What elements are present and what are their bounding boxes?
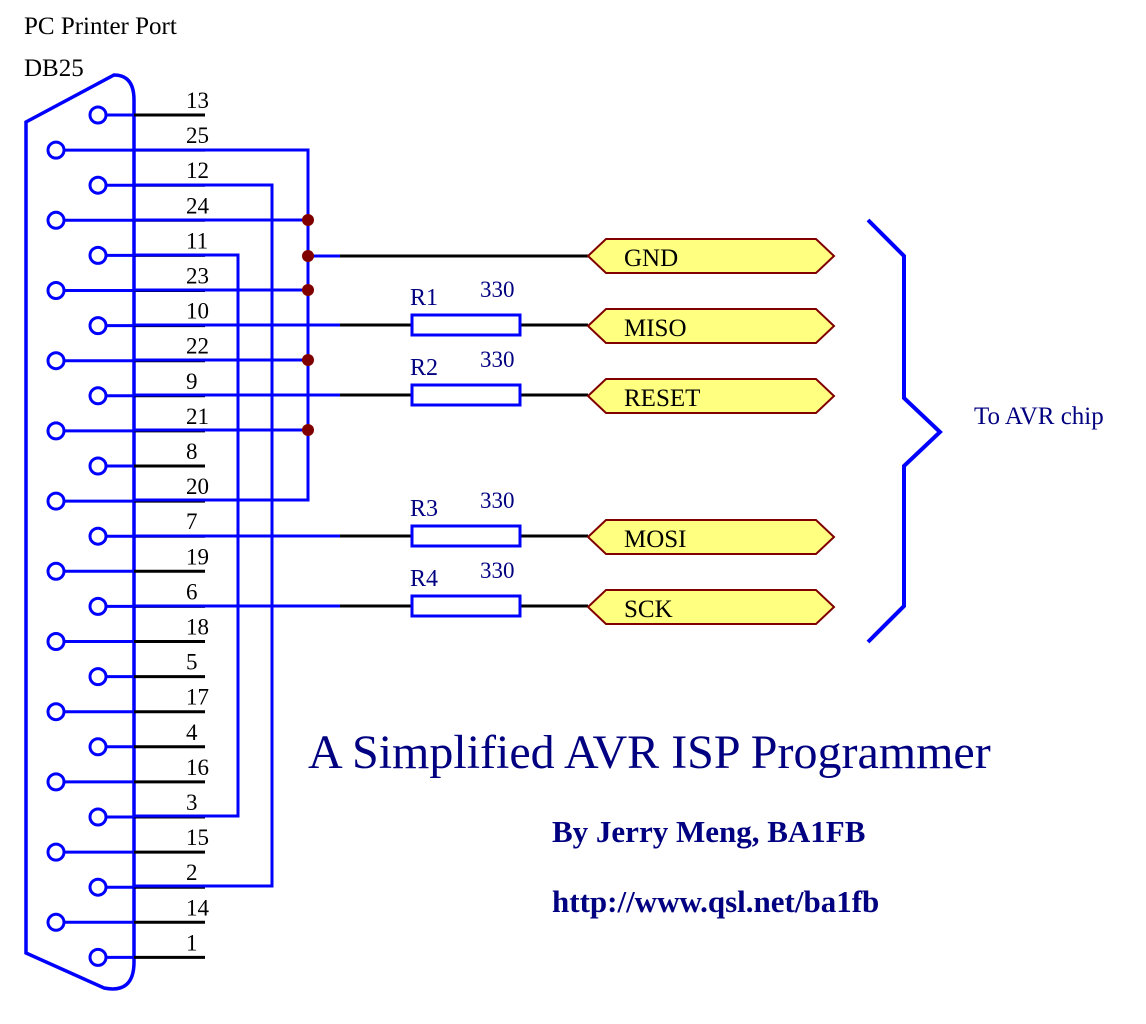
signal-tag-miso xyxy=(586,308,836,344)
resistor-r3 xyxy=(410,524,522,548)
pin-contact xyxy=(46,772,66,792)
pin-number-label: 16 xyxy=(186,755,209,780)
pin-number-label: 24 xyxy=(186,193,210,218)
pin-number-label: 9 xyxy=(186,369,198,394)
pin-number-label: 22 xyxy=(186,334,209,359)
resistor-r3-name: R3 xyxy=(410,496,438,522)
resistor-r2-name: R2 xyxy=(410,355,438,381)
pin-contact xyxy=(46,561,66,581)
signal-sck-label: SCK xyxy=(624,596,673,623)
pin-contact xyxy=(88,245,108,265)
pin-number-label: 8 xyxy=(186,439,198,464)
pin-number-label: 18 xyxy=(186,615,209,640)
pin-contact xyxy=(46,912,66,932)
pin-number-label: 6 xyxy=(186,579,198,604)
url-link[interactable]: http://www.qsl.net/ba1fb xyxy=(552,884,879,919)
resistor-r2 xyxy=(410,383,522,407)
resistor-leads xyxy=(340,254,588,608)
pin-number-label: 15 xyxy=(186,825,209,850)
signal-reset-label: RESET xyxy=(624,385,700,412)
pin-number-label: 14 xyxy=(186,895,210,920)
pin-contact xyxy=(46,491,66,511)
junctions xyxy=(302,214,314,436)
pin-contact xyxy=(46,421,66,441)
pin-contact xyxy=(88,596,108,616)
pin-number-label: 17 xyxy=(186,685,209,710)
resistor-r1 xyxy=(410,313,522,337)
signal-tag-reset xyxy=(586,378,836,414)
pin-number-label: 13 xyxy=(186,88,209,113)
signal-miso-label: MISO xyxy=(624,315,687,342)
pin-number-label: 12 xyxy=(186,158,209,183)
author-label: By Jerry Meng, BA1FB xyxy=(552,814,865,849)
diagram-title: A Simplified AVR ISP Programmer xyxy=(308,726,991,779)
pin-contact xyxy=(88,877,108,897)
pin-number-label: 7 xyxy=(186,509,198,534)
resistor-r1-name: R1 xyxy=(410,285,438,311)
pin-contact xyxy=(88,316,108,336)
pin-number-label: 5 xyxy=(186,650,198,675)
signal-tag-mosi xyxy=(586,519,836,555)
pin-number-label: 4 xyxy=(186,720,198,745)
pin-number-label: 3 xyxy=(186,790,198,815)
junction-dot xyxy=(302,424,314,436)
pin-number-label: 1 xyxy=(186,930,198,955)
pin-contact xyxy=(46,281,66,300)
junction-dot xyxy=(302,214,314,226)
pin-contact xyxy=(46,140,66,160)
signal-mosi-label: MOSI xyxy=(624,526,687,553)
signal-gnd-label: GND xyxy=(624,245,678,272)
port-title: PC Printer Port xyxy=(24,13,177,40)
signal-tag-sck xyxy=(586,589,836,625)
junction-dot xyxy=(302,354,314,366)
resistor-r4-name: R4 xyxy=(410,566,438,592)
junction-dot xyxy=(302,250,314,262)
pin-number-label: 21 xyxy=(186,404,209,429)
pin-contact xyxy=(88,456,108,476)
resistor-bodies xyxy=(410,313,522,618)
resistor-r3-value: 330 xyxy=(480,488,515,513)
pin-contact xyxy=(46,632,66,651)
pin-contact xyxy=(46,210,66,230)
resistor-r4 xyxy=(410,594,522,618)
signal-tag-gnd xyxy=(586,238,836,274)
pin-contact xyxy=(46,351,66,371)
pin-contact xyxy=(88,386,108,406)
pin-contact xyxy=(46,702,66,722)
signal-tags xyxy=(586,238,836,625)
resistor-r4-value: 330 xyxy=(480,558,515,583)
right-brace xyxy=(866,218,943,644)
pin-number-label: 2 xyxy=(186,860,198,885)
pin-contact xyxy=(88,737,108,757)
pin-contact xyxy=(88,807,108,827)
pin-number-label: 23 xyxy=(186,264,209,289)
pin-contact xyxy=(46,842,66,862)
resistor-r2-value: 330 xyxy=(480,347,515,372)
pin-number-label: 10 xyxy=(186,299,209,324)
resistor-r1-value: 330 xyxy=(480,277,515,302)
pin-contact xyxy=(88,947,108,967)
pin-contact xyxy=(88,175,108,195)
pin-contact xyxy=(88,105,108,125)
pin-number-label: 25 xyxy=(186,123,209,148)
pin-contact xyxy=(88,667,108,687)
pin-number-label: 19 xyxy=(186,544,209,569)
pin-number-label: 11 xyxy=(186,228,208,253)
target-label: To AVR chip xyxy=(974,403,1104,430)
pin-contact xyxy=(88,526,108,546)
junction-dot xyxy=(302,284,314,296)
db25-connector-body xyxy=(24,73,136,991)
connector-type: DB25 xyxy=(24,55,84,82)
pin-number-label: 20 xyxy=(186,474,209,499)
